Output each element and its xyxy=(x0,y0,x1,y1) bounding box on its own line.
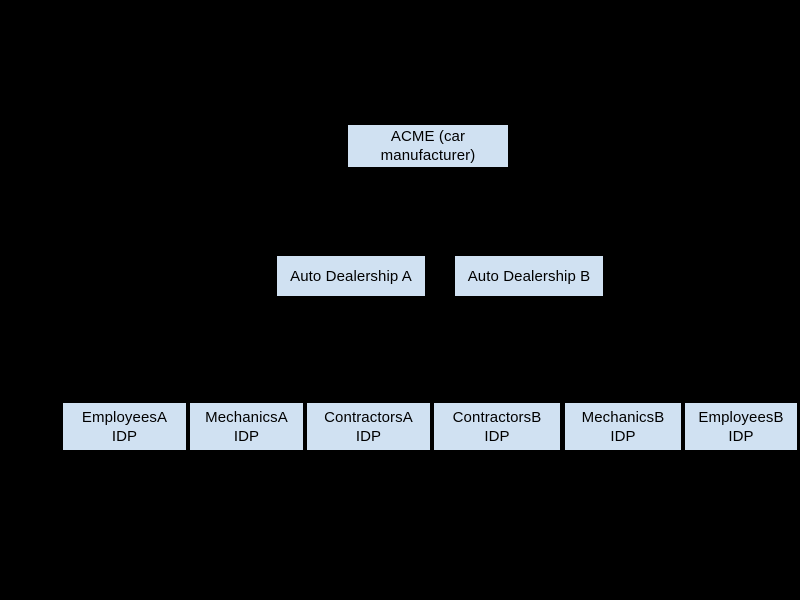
edge-dealership-b-to-mechanicsb-idp xyxy=(528,296,624,403)
node-contractorsa-idp[interactable]: ContractorsA IDP xyxy=(307,403,430,450)
edge-dealership-a-to-employeesa-idp xyxy=(124,296,352,403)
edge-acme-to-dealership-b xyxy=(427,167,530,256)
node-dealership-a[interactable]: Auto Dealership A xyxy=(277,256,425,296)
node-mechanicsa-idp[interactable]: MechanicsA IDP xyxy=(190,403,303,450)
node-dealership-b[interactable]: Auto Dealership B xyxy=(455,256,603,296)
edge-dealership-b-to-employeesb-idp xyxy=(528,296,742,403)
node-employeesb-idp[interactable]: EmployeesB IDP xyxy=(685,403,797,450)
edge-dealership-a-to-contractorsa-idp xyxy=(350,296,369,403)
node-acme[interactable]: ACME (car manufacturer) xyxy=(348,125,508,167)
edge-dealership-b-to-contractorsb-idp xyxy=(496,296,530,403)
edge-dealership-a-to-mechanicsa-idp xyxy=(246,296,352,403)
node-mechanicsb-idp[interactable]: MechanicsB IDP xyxy=(565,403,681,450)
edge-acme-to-dealership-a xyxy=(350,167,429,256)
node-contractorsb-idp[interactable]: ContractorsB IDP xyxy=(434,403,560,450)
node-employeesa-idp[interactable]: EmployeesA IDP xyxy=(63,403,186,450)
